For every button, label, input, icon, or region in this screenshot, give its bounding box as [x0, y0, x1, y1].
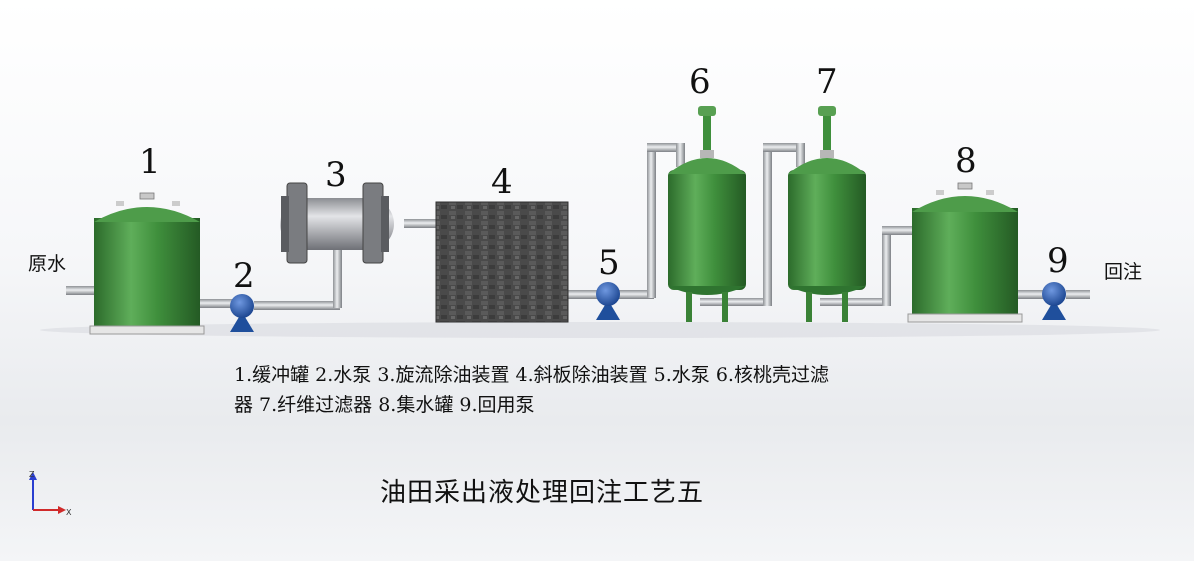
pipe-inlet-tank8 — [882, 226, 916, 235]
hydrocyclone-3 — [280, 182, 394, 264]
inclined-plate-separator-4 — [435, 201, 569, 323]
label-3: 3 — [325, 155, 347, 195]
pipe-drop-filter7 — [796, 143, 805, 167]
pipe-drop-filter6 — [676, 143, 685, 167]
inlet-label: 原水 — [28, 253, 66, 275]
pipe-top-filter6 — [647, 143, 683, 152]
legend-line-1: 1.缓冲罐 2.水泵 3.旋流除油装置 4.斜板除油装置 5.水泵 6.核桃壳过… — [234, 364, 829, 386]
pipes — [66, 143, 1090, 310]
diagram-title: 油田采出液处理回注工艺五 — [380, 478, 705, 508]
pipe-top-filter7 — [763, 143, 803, 152]
pipe-pump2-riser — [333, 244, 342, 308]
pipe-bottom-filter7 — [820, 298, 890, 306]
collection-tank-8 — [907, 182, 1023, 323]
label-4: 4 — [491, 162, 513, 202]
floor-shadow — [40, 322, 1160, 338]
buffer-tank-1 — [89, 192, 205, 335]
outlet-label: 回注 — [1104, 261, 1142, 283]
pipe-bottom-filter6 — [700, 298, 770, 306]
outlet-pipe — [1066, 290, 1090, 299]
legend-line-2: 器 7.纤维过滤器 8.集水罐 9.回用泵 — [234, 394, 535, 416]
fiber-filter-7 — [788, 106, 866, 322]
pipe-cyclone-box — [404, 219, 438, 228]
label-2: 2 — [233, 256, 255, 296]
axis-z-label: Z — [29, 470, 35, 479]
walnut-shell-filter-6 — [668, 106, 746, 322]
axis-x-label: X — [66, 508, 72, 517]
inlet-pipe — [66, 286, 98, 295]
pipe-tank1-pump2 — [198, 299, 234, 308]
pipe-riser-filter6 — [647, 146, 656, 298]
pump-5 — [596, 282, 620, 320]
label-5: 5 — [598, 243, 620, 283]
label-7: 7 — [816, 62, 838, 102]
pipe-pump2-horizontal — [254, 301, 340, 310]
pipe-riser-tank8 — [882, 228, 891, 306]
pipe-box-pump5 — [566, 290, 598, 299]
pump-2 — [230, 294, 254, 332]
pipe-tank8-pump9 — [1016, 290, 1044, 299]
label-6: 6 — [689, 62, 711, 102]
legend: 1.缓冲罐 2.水泵 3.旋流除油装置 4.斜板除油装置 5.水泵 6.核桃壳过… — [234, 360, 954, 420]
axis-triad: Z X — [29, 470, 72, 517]
label-9: 9 — [1047, 241, 1069, 281]
pump-9 — [1042, 282, 1066, 320]
pipe-pump5-out — [618, 290, 654, 299]
label-8: 8 — [955, 141, 977, 181]
pipe-riser-filter7 — [763, 146, 772, 306]
label-1: 1 — [139, 142, 161, 182]
